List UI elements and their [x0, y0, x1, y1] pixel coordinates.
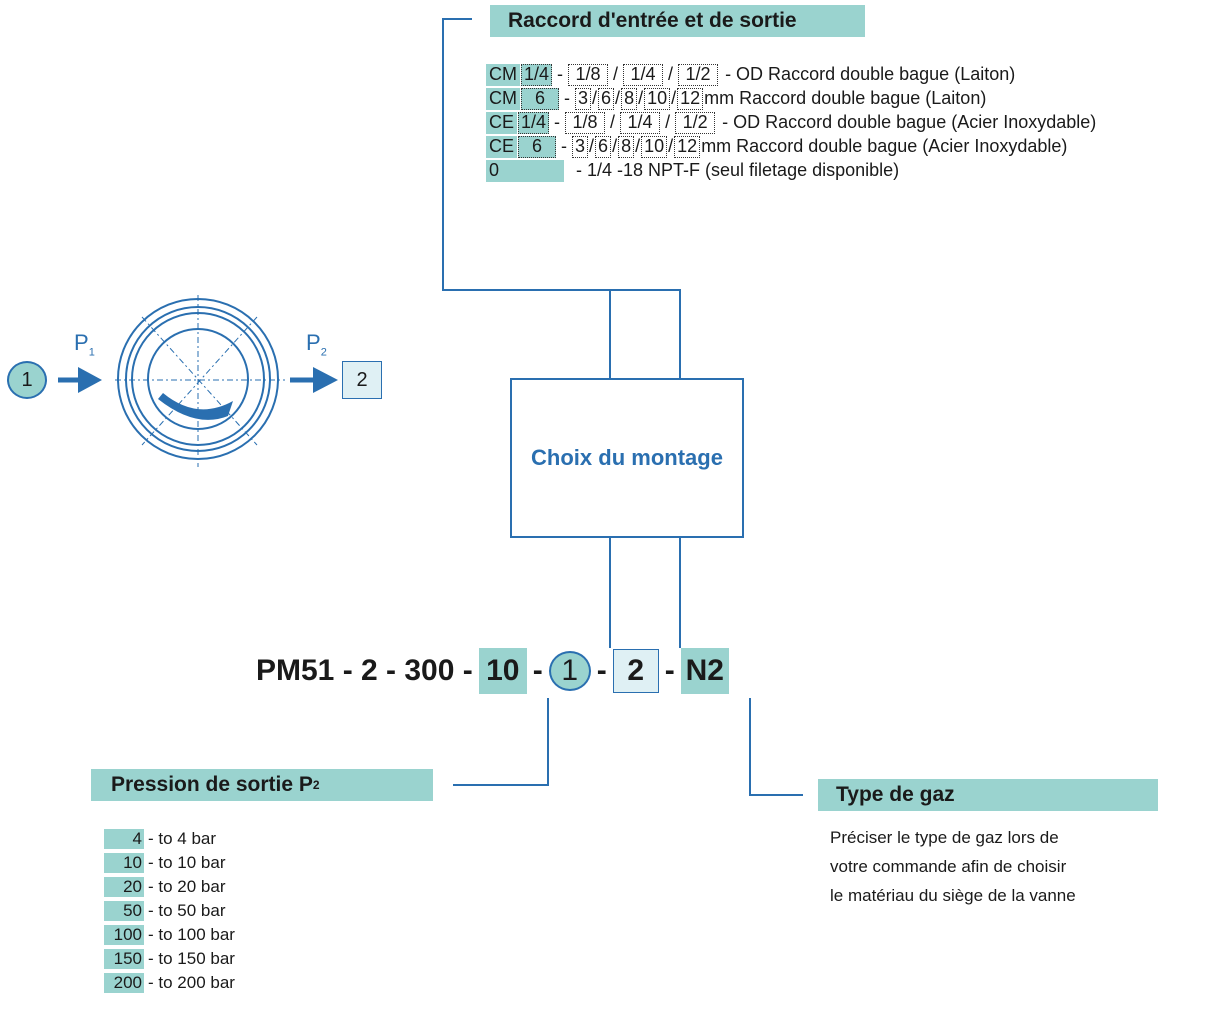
p1-label: P1: [74, 330, 95, 359]
raccord-option: 3: [572, 135, 589, 158]
raccord-option: 3: [575, 87, 592, 110]
pression-item: 100- to 100 bar: [104, 924, 235, 945]
raccord-size: 6: [518, 135, 557, 158]
outlet-arrow: [290, 367, 338, 393]
raccord-code: CE: [486, 135, 518, 158]
model-pressure-code: 10: [478, 648, 527, 694]
pression-item: 150- to 150 bar: [104, 948, 235, 969]
raccord-option: 10: [644, 87, 671, 110]
outlet-port-label: 2: [356, 368, 368, 391]
raccord-option: 6: [595, 135, 612, 158]
model-gas-code: N2: [680, 648, 729, 694]
model-inlet-code: 1: [548, 651, 591, 691]
pression-item: 200- to 200 bar: [104, 972, 235, 993]
model-outlet-code: 2: [612, 649, 659, 693]
raccord-desc: - OD Raccord double bague (Acier Inoxyda…: [722, 112, 1097, 132]
inlet-port-label: 1: [21, 368, 33, 391]
raccord-option: 6: [598, 87, 615, 110]
regulator-dial: [115, 295, 285, 467]
pression-item: 4- to 4 bar: [104, 828, 216, 849]
raccord-desc: mm Raccord double bague (Laiton): [704, 88, 987, 108]
gaz-title: Type de gaz: [818, 779, 1158, 811]
inlet-port-circle: 1: [7, 361, 47, 399]
model-prefix: PM51 - 2 - 300 -: [256, 654, 473, 687]
raccord-option: 1/2: [678, 63, 719, 86]
raccord-code: CM: [486, 63, 520, 86]
pression-item: 20- to 20 bar: [104, 876, 226, 897]
choix-montage-box: Choix du montage: [510, 378, 744, 538]
p2-label: P2: [306, 330, 327, 359]
raccord-option: 8: [618, 135, 635, 158]
raccord-desc: mm Raccord double bague (Acier Inoxydabl…: [701, 136, 1068, 156]
raccord-option: 10: [641, 135, 668, 158]
raccord-size: 1/4: [521, 63, 553, 86]
raccord-option: 1/8: [565, 111, 606, 134]
outlet-port-box: 2: [342, 361, 382, 399]
pression-item: 50- to 50 bar: [104, 900, 226, 921]
model-code: PM51 - 2 - 300 - 10 - 1 - 2 - N2: [256, 648, 729, 694]
raccord-option: 12: [674, 135, 701, 158]
raccord-size: 6: [521, 87, 559, 110]
raccord-code: 0: [486, 159, 564, 182]
raccord-desc: - 1/4 -18 NPT-F (seul filetage disponibl…: [576, 160, 900, 180]
pression-item: 10- to 10 bar: [104, 852, 226, 873]
raccord-option: 12: [677, 87, 704, 110]
raccord-row: 0 - 1/4 -18 NPT-F (seul filetage disponi…: [486, 159, 899, 182]
raccord-size: 1/4: [518, 111, 550, 134]
regulator-symbol: [58, 295, 338, 467]
gaz-description: Préciser le type de gaz lors de votre co…: [830, 828, 1076, 905]
raccord-desc: - OD Raccord double bague (Laiton): [725, 64, 1016, 84]
raccord-option: 1/2: [675, 111, 716, 134]
raccord-option: 1/8: [568, 63, 609, 86]
raccord-option: 8: [621, 87, 638, 110]
raccord-title: Raccord d'entrée et de sortie: [490, 5, 865, 37]
raccord-code: CM: [486, 87, 520, 110]
inlet-arrow: [58, 367, 102, 393]
raccord-code: CE: [486, 111, 518, 134]
raccord-option: 1/4: [620, 111, 661, 134]
choix-montage-label: Choix du montage: [531, 445, 723, 470]
raccord-option: 1/4: [623, 63, 664, 86]
